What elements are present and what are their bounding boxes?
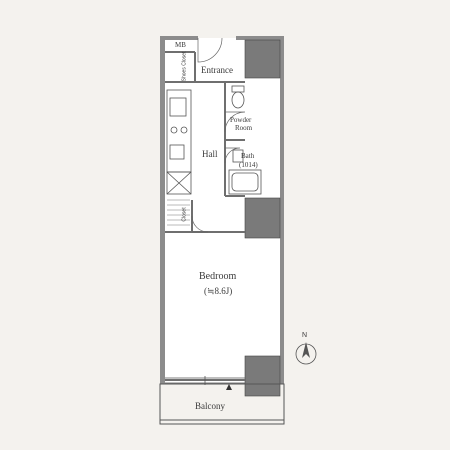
shoe-closet-label: Shoes Closet: [181, 51, 188, 82]
column-bottom: [244, 355, 281, 397]
powder-door: [224, 111, 246, 133]
bath-size-label: (1014): [239, 161, 258, 169]
powder-room-label-1: Powder: [230, 116, 252, 124]
column-top: [244, 39, 281, 79]
stove-burner-2: [180, 126, 188, 134]
entrance-label: Entrance: [201, 65, 233, 75]
entrance-door: [197, 37, 223, 63]
bath-label: Bath: [241, 152, 255, 160]
bedroom-door: [191, 215, 209, 233]
washer-space: [166, 171, 192, 195]
doors: [191, 37, 246, 233]
east-wall: [280, 40, 284, 384]
hall-label: Hall: [202, 149, 218, 159]
balcony-outline: [159, 383, 285, 425]
closet-shelving: [167, 199, 190, 226]
north-compass: [295, 342, 317, 365]
mb-label: MB: [175, 41, 186, 49]
bedroom-size-label: (≒8.6J): [204, 286, 233, 296]
structural-columns: [244, 39, 281, 397]
north-wall-right: [236, 36, 284, 40]
stove-burner-1: [170, 126, 178, 134]
toilet: [231, 85, 245, 109]
west-wall: [160, 36, 165, 384]
sink: [169, 97, 187, 117]
bedroom-label: Bedroom: [199, 271, 237, 282]
powder-room-label-2: Room: [235, 124, 253, 132]
column-middle: [244, 197, 281, 239]
north-wall-left: [160, 36, 198, 40]
bathtub: [228, 149, 262, 195]
outer-walls: [160, 36, 284, 384]
balcony-arrow: [226, 384, 232, 390]
kitchen: [166, 89, 192, 195]
fridge-space: [169, 144, 185, 160]
bath-door: [224, 147, 241, 164]
north-label: N: [302, 332, 308, 339]
balcony-label: Balcony: [195, 401, 225, 411]
closet-label: Closet: [181, 207, 188, 222]
